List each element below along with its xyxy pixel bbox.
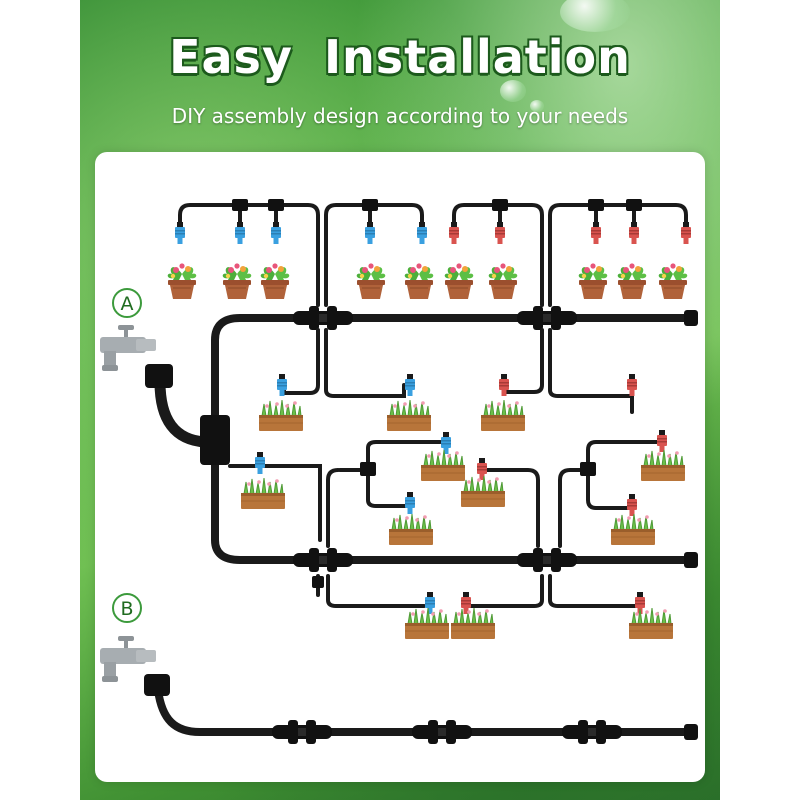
planter-box <box>460 475 506 508</box>
flower-pot <box>444 262 474 300</box>
faucet-a-icon <box>100 325 156 371</box>
planter-box <box>404 607 450 640</box>
flower-pot <box>356 262 386 300</box>
faucet-b-label: B <box>120 598 133 620</box>
end-plug <box>684 310 698 326</box>
middle-branch-lines <box>282 328 634 414</box>
inline-coupler <box>272 720 332 744</box>
faucet-adapter <box>144 674 170 696</box>
planter-box <box>640 449 686 482</box>
upper-branch-lines <box>178 203 688 307</box>
blue-nozzle <box>365 222 375 244</box>
blue-nozzle <box>235 222 245 244</box>
blue-nozzle <box>255 452 265 474</box>
red-nozzle <box>681 222 691 244</box>
blue-nozzle <box>175 222 185 244</box>
blue-nozzle <box>271 222 281 244</box>
tee-coupler <box>517 548 577 572</box>
tee-connector <box>200 415 230 465</box>
blue-nozzle <box>425 592 435 614</box>
flower-pot <box>222 262 252 300</box>
planter-box <box>610 513 656 546</box>
planter-box <box>388 513 434 546</box>
faucet-b-marker <box>112 593 142 623</box>
blue-nozzle <box>441 432 451 454</box>
planter-box <box>480 399 526 432</box>
flower-pot <box>404 262 434 300</box>
water-droplet <box>500 80 526 102</box>
faucet-a-marker <box>112 288 142 318</box>
flower-pot <box>167 262 197 300</box>
blue-nozzle <box>417 222 427 244</box>
planter-box <box>450 607 496 640</box>
flower-pot <box>488 262 518 300</box>
lower-tee-fittings <box>312 462 596 588</box>
planter-box <box>386 399 432 432</box>
red-nozzle <box>627 374 637 396</box>
main-line-b <box>154 686 694 736</box>
planter-box <box>628 607 674 640</box>
water-droplet <box>560 0 630 32</box>
faucet-a-label: A <box>121 293 134 315</box>
end-plug <box>684 724 698 740</box>
red-nozzle <box>449 222 459 244</box>
red-nozzle <box>629 222 639 244</box>
tee-coupler <box>293 548 353 572</box>
planter-box <box>240 477 286 510</box>
upper-tee-fittings <box>232 199 642 211</box>
planter-box <box>258 399 304 432</box>
blue-nozzle <box>405 492 415 514</box>
inline-coupler <box>412 720 472 744</box>
blue-nozzle <box>405 374 415 396</box>
page-title: Easy Installation <box>169 30 631 84</box>
red-nozzle <box>495 222 505 244</box>
flower-pot <box>578 262 608 300</box>
red-nozzle <box>477 458 487 480</box>
page-subtitle: DIY assembly design according to your ne… <box>171 104 629 128</box>
planter-box <box>420 449 466 482</box>
flower-pot <box>260 262 290 300</box>
flower-pot <box>658 262 688 300</box>
end-plug <box>684 552 698 568</box>
red-nozzle <box>657 430 667 452</box>
tee-coupler <box>517 306 577 330</box>
water-droplet <box>530 100 544 112</box>
flower-pot <box>617 262 647 300</box>
red-nozzle <box>591 222 601 244</box>
tee-coupler <box>293 306 353 330</box>
faucet-adapter <box>145 364 173 388</box>
inline-coupler <box>562 720 622 744</box>
diagram-panel <box>95 152 705 782</box>
red-nozzle <box>627 494 637 516</box>
